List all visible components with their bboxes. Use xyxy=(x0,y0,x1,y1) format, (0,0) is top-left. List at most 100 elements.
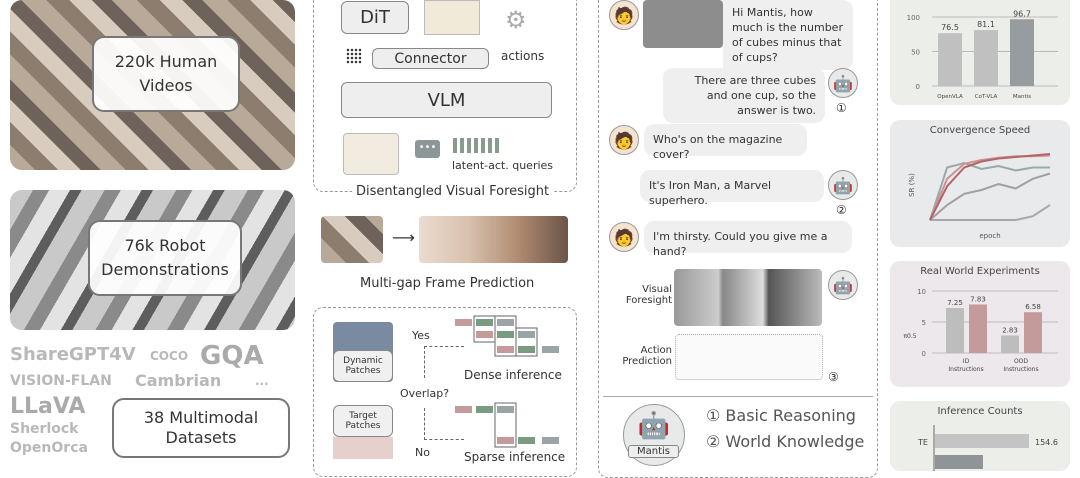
x-tick-label: OpenVLA xyxy=(937,94,963,100)
data-label: 7.83 xyxy=(970,295,986,303)
series-line-gray-2 xyxy=(929,172,1051,221)
target-patches-label: Target Patches xyxy=(333,405,393,437)
x-tick-label: Instructions xyxy=(1003,366,1038,373)
dataset-name: LLaVA xyxy=(10,394,86,419)
visual-foresight-label: Visual Foresight xyxy=(625,284,672,306)
data-label: 81.1 xyxy=(977,20,995,29)
bar xyxy=(1001,335,1019,353)
x-tick-label: ID xyxy=(963,358,970,365)
noise-icon xyxy=(346,48,362,64)
dataset-name: Sherlock xyxy=(10,421,79,437)
dataset-name: Cambrian xyxy=(135,371,222,390)
dataset-name: ... xyxy=(255,374,269,388)
dataset-name: VISION-FLAN xyxy=(10,373,112,389)
x-axis-label: epoch xyxy=(979,232,1000,240)
user-message: Who's on the magazine cover? xyxy=(644,124,807,161)
dense-inference-label: Dense inference xyxy=(464,368,562,382)
cubes-image xyxy=(643,0,723,48)
convergence-chart: SR (%) epoch xyxy=(908,153,1051,240)
robot-arm-icon: ⚙ xyxy=(505,6,527,34)
dit-block: DiT xyxy=(341,1,409,34)
bot-message: There are three cubes and one cup, so th… xyxy=(663,68,825,123)
legend-label: π0.5 xyxy=(903,333,916,340)
data-label: 154.6 xyxy=(1035,438,1058,447)
bot-avatar: 🤖 xyxy=(828,170,858,200)
mark-1: ① xyxy=(836,101,847,115)
dataset-name: ShareGPT4V xyxy=(10,344,136,365)
vlm-block: VLM xyxy=(341,82,552,118)
patch-grid xyxy=(455,315,559,448)
yes-arrow xyxy=(424,346,464,378)
no-label: No xyxy=(415,446,430,459)
user-avatar: 🧑 xyxy=(609,125,639,155)
divider xyxy=(603,396,873,397)
bar xyxy=(935,434,1029,448)
mark-3: ③ xyxy=(828,370,839,384)
chart-title: Real World Experiments xyxy=(920,266,1040,277)
latent-queries-label: latent-act. queries xyxy=(452,159,554,172)
bar xyxy=(938,33,962,86)
user-message: Hi Mantis, how much is the number of cub… xyxy=(723,0,853,70)
visual-foresight-images xyxy=(674,269,822,326)
legend-basic-reasoning: ① Basic Reasoning xyxy=(706,406,856,425)
dataset-name: OpenOrca xyxy=(10,440,88,456)
mantis-name: Mantis xyxy=(628,445,680,458)
action-prediction-image xyxy=(675,334,823,380)
data-label: 2.83 xyxy=(1002,326,1018,334)
multigap-title: Multi-gap Frame Prediction xyxy=(360,276,535,291)
series-line-red-1 xyxy=(929,153,1051,221)
actions-label: actions xyxy=(501,49,545,63)
no-arrow xyxy=(424,408,464,440)
data-label: 76.5 xyxy=(941,23,959,32)
latent-queries-icon xyxy=(453,138,501,153)
y-tick-label: 0 xyxy=(916,83,920,91)
y-tick-label: 5 xyxy=(922,319,926,327)
user-message: I'm thirsty. Could you give me a hand? xyxy=(644,221,852,258)
bot-avatar: 🤖 xyxy=(828,68,858,98)
y-tick-label: 100 xyxy=(907,14,920,22)
y-axis-label: SR (%) xyxy=(908,173,916,197)
dataset-name: COCO xyxy=(150,349,189,363)
connector-block: Connector xyxy=(372,48,489,69)
chart-title: Convergence Speed xyxy=(929,125,1031,136)
input-frame xyxy=(321,216,383,263)
bar xyxy=(1024,312,1042,353)
user-avatar: 🧑 xyxy=(609,222,639,252)
series-line-gray-1 xyxy=(929,161,1050,221)
inference-counts-panel: Inference Counts TE 154.6 xyxy=(890,401,1070,471)
predicted-frames xyxy=(419,216,568,263)
x-tick-label: Mantis xyxy=(1013,94,1031,100)
bar-partial xyxy=(935,455,983,469)
dense-patches xyxy=(455,315,559,357)
chart-title: Inference Counts xyxy=(937,406,1023,417)
bar xyxy=(969,304,987,353)
y-tick-label: TE xyxy=(917,438,928,447)
yes-label: Yes xyxy=(412,329,430,342)
data-label: 96.7 xyxy=(1013,9,1031,18)
target-patches-image xyxy=(333,437,393,459)
x-tick-label: Instructions xyxy=(948,366,983,373)
arrow-icon: ⟶ xyxy=(392,228,415,247)
sparse-patches xyxy=(455,402,559,448)
overlap-label: Overlap? xyxy=(400,387,450,400)
bot-message: It's Iron Man, a Marvel superhero. xyxy=(640,170,824,207)
y-tick-label: 0 xyxy=(922,350,926,358)
x-tick-label: OOD xyxy=(1014,358,1028,365)
robot-demos-label: 76k Robot Demonstrations xyxy=(88,220,242,296)
dynamic-patches-label: Dynamic Patches xyxy=(333,350,393,382)
mark-2: ② xyxy=(836,203,847,217)
y-tick-label: 50 xyxy=(911,49,920,57)
series-line-gray-3 xyxy=(930,204,1051,221)
action-prediction-label: Action Prediction xyxy=(622,345,672,367)
bot-avatar: 🤖 xyxy=(828,270,858,300)
human-videos-label: 220k Human Videos xyxy=(92,36,240,112)
data-label: 7.25 xyxy=(947,299,963,307)
robot-observation-image xyxy=(343,133,399,175)
user-avatar: 🧑 xyxy=(609,0,639,30)
data-label: 6.58 xyxy=(1025,303,1041,311)
bar xyxy=(974,30,998,86)
x-tick-label: CoT-VLA xyxy=(975,94,998,100)
